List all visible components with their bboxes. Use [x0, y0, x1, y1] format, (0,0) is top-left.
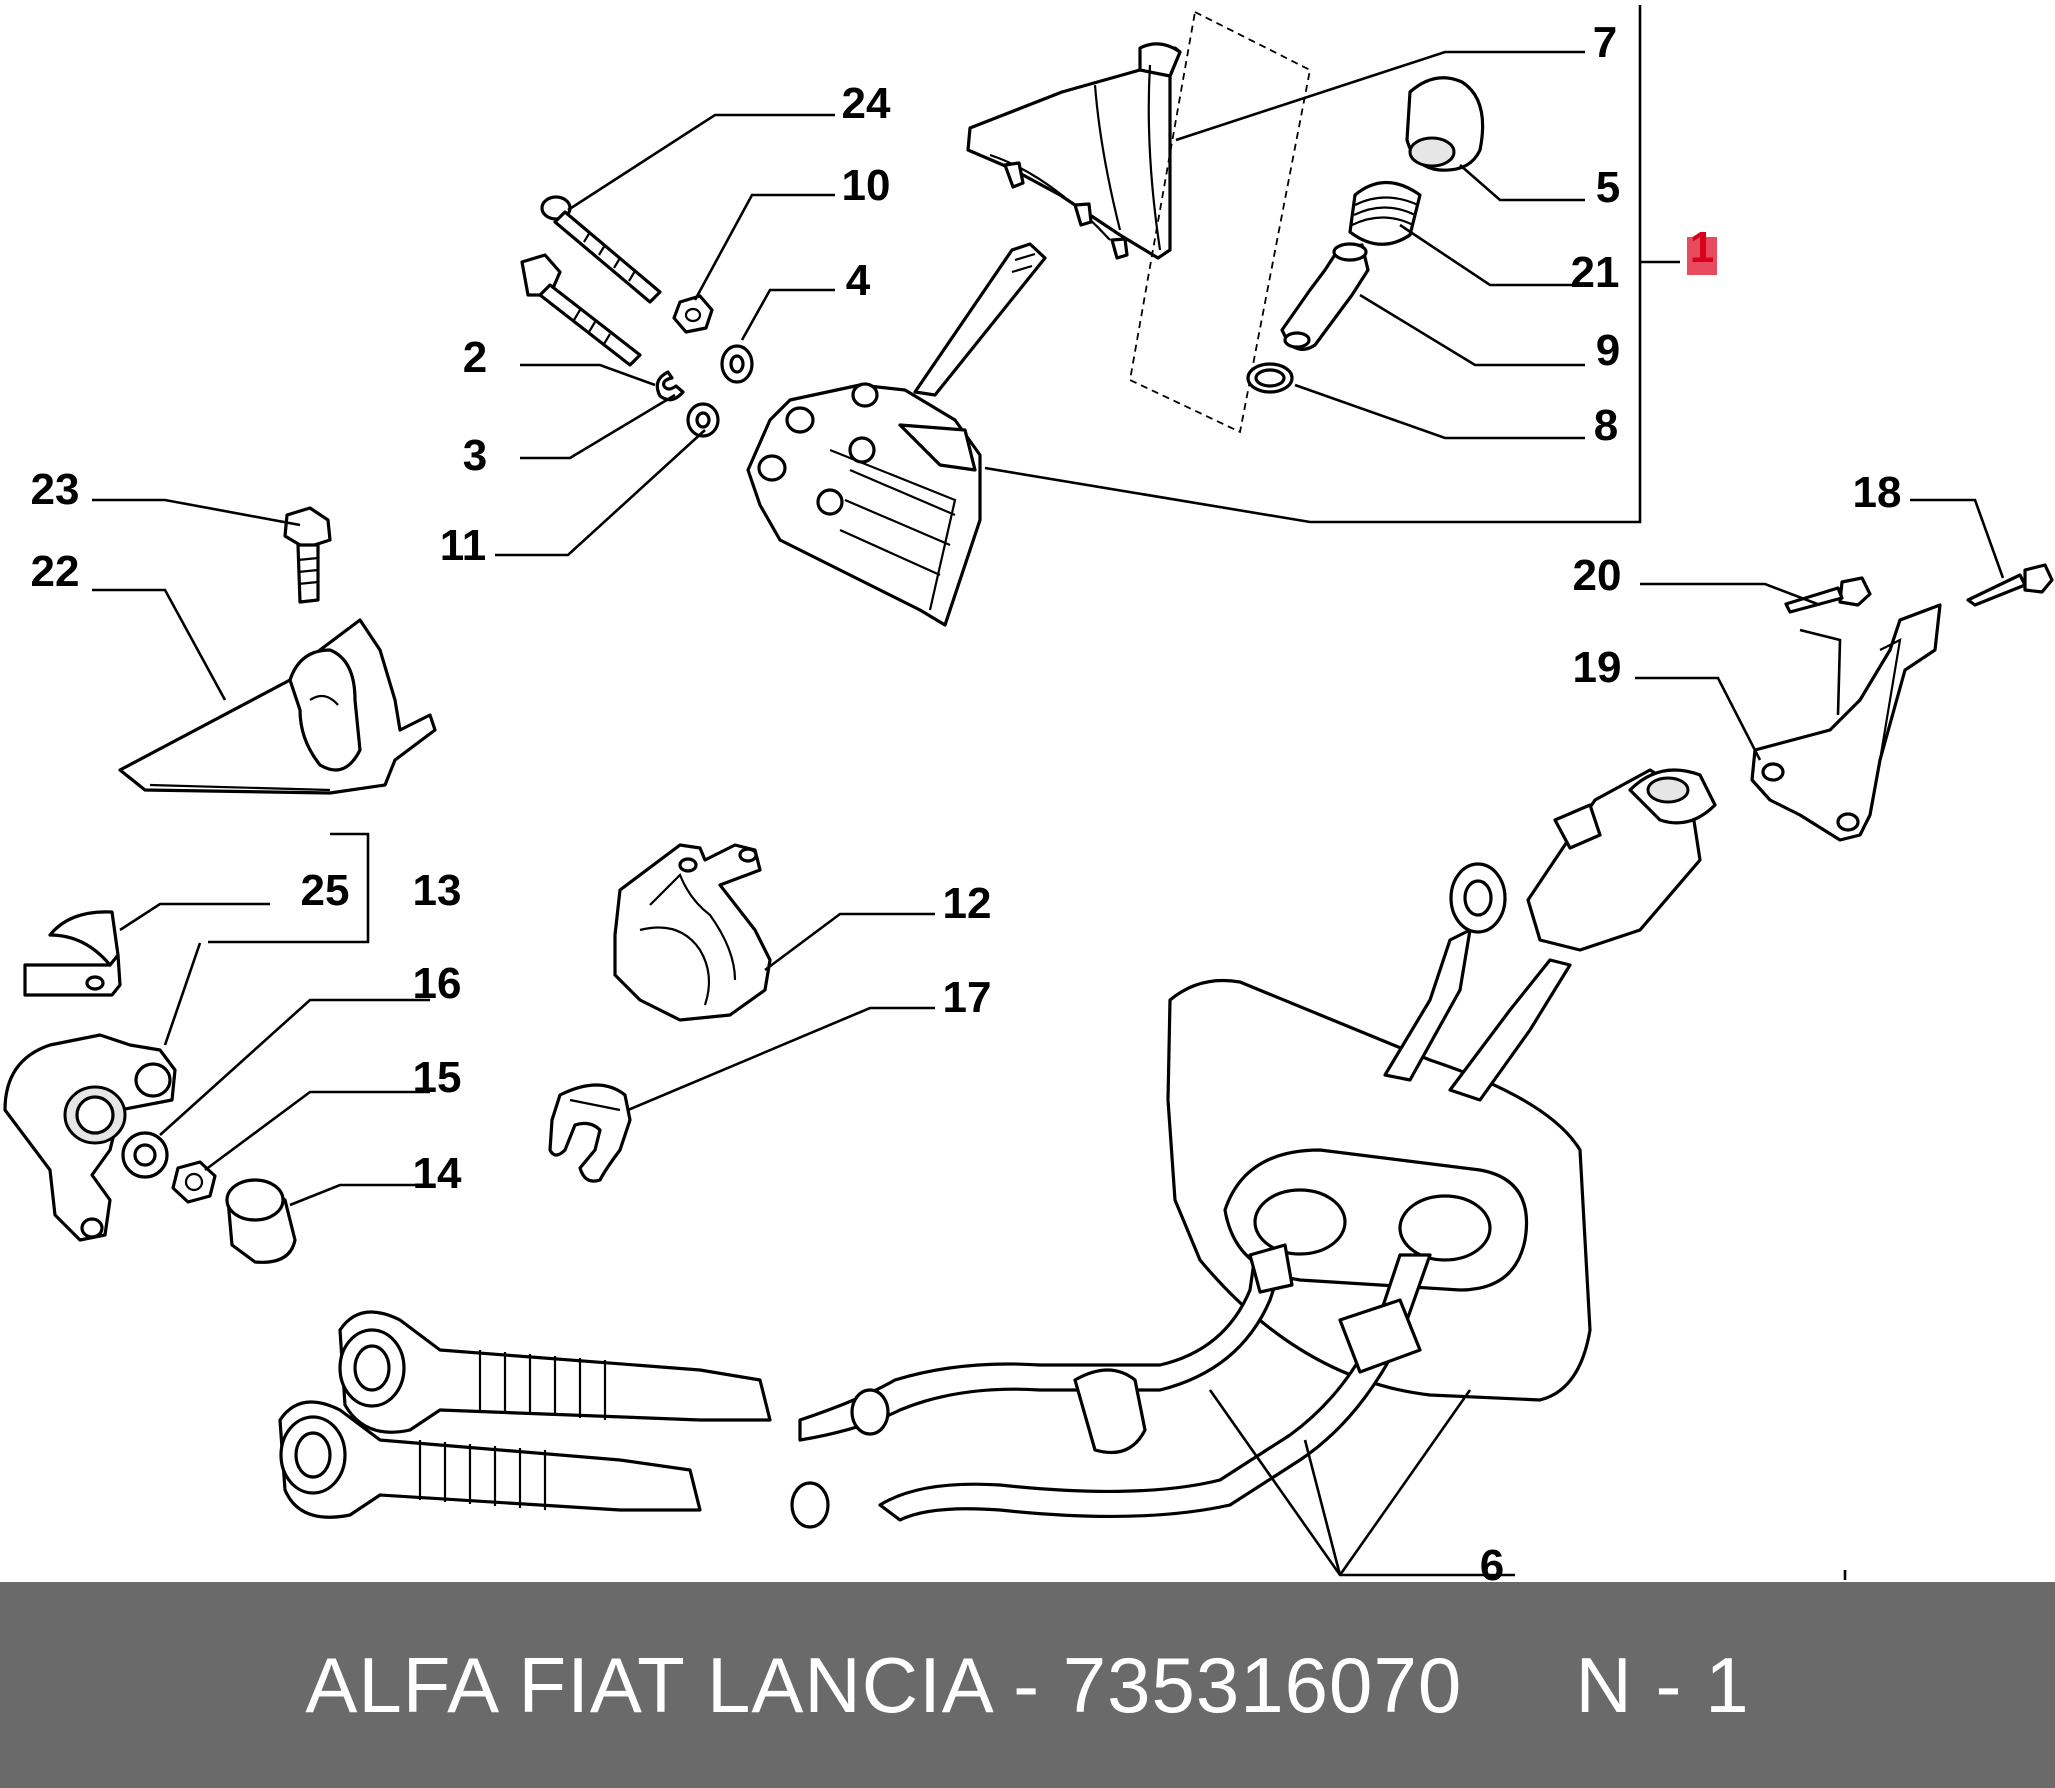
callout-20: 20 [1573, 551, 1622, 600]
callout-1-highlight [1687, 237, 1717, 275]
callout-24: 24 [842, 79, 891, 128]
part-number-caption: ALFA FIAT LANCIA - 735316070 N - 1 [305, 1641, 1750, 1729]
callout-25: 25 [301, 866, 350, 915]
leader-lines [92, 5, 2005, 1580]
callout-8: 8 [1594, 401, 1618, 450]
bolt-18 [1966, 563, 2054, 607]
callout-1: 1 [1690, 223, 1714, 272]
bolt-24 [540, 195, 662, 304]
shift-knob [1405, 76, 1485, 172]
bracket-22 [118, 618, 437, 795]
callout-11: 11 [440, 521, 487, 570]
bushing-25 [23, 910, 122, 997]
gear-lever [913, 242, 1047, 397]
callout-4: 4 [846, 256, 871, 305]
footer-bar: ALFA FIAT LANCIA - 735316070 N - 1 [0, 1582, 2055, 1788]
callout-12: 12 [943, 879, 992, 928]
boot-group-outline [1128, 10, 1312, 434]
callout-7: 7 [1593, 18, 1617, 67]
bolt-23 [283, 506, 332, 604]
nut-10 [672, 294, 714, 334]
callout-labels: 7 5 21 9 8 1 24 10 4 2 3 11 23 22 25 13 … [31, 18, 1902, 1582]
nut-15 [171, 1160, 217, 1204]
clamp-12 [613, 843, 772, 1022]
callout-2: 2 [463, 333, 487, 382]
callout-22: 22 [31, 547, 80, 596]
clip-17 [548, 1083, 632, 1183]
callout-18: 18 [1853, 468, 1902, 517]
spring [1348, 181, 1422, 246]
shift-mechanism-housing [746, 382, 982, 627]
shift-cables [278, 1243, 1432, 1529]
bolt-20 [1784, 576, 1872, 614]
callout-5: 5 [1596, 163, 1620, 212]
callout-17: 17 [943, 973, 992, 1022]
gear-shift-exploded-diagram: 7 5 21 9 8 1 24 10 4 2 3 11 23 22 25 13 … [3, 5, 2054, 1582]
callout-6: 6 [1480, 1541, 1504, 1582]
sleeve-14 [225, 1178, 297, 1264]
shift-boot [966, 42, 1182, 260]
callout-9: 9 [1596, 326, 1620, 375]
bracket-13-group [208, 832, 370, 944]
callout-3: 3 [463, 431, 487, 480]
callout-23: 23 [31, 465, 80, 514]
o-ring [1246, 362, 1294, 394]
selector-rods [1383, 768, 1717, 1102]
callout-16: 16 [413, 959, 462, 1008]
callout-14: 14 [413, 1149, 462, 1198]
callout-10: 10 [842, 161, 891, 210]
washer-4 [720, 344, 754, 384]
callout-15: 15 [413, 1053, 462, 1102]
plunger [1280, 242, 1370, 351]
callout-21: 21 [1571, 248, 1620, 297]
bracket-19 [1750, 603, 1942, 842]
washer-11 [686, 402, 720, 438]
clip-3 [655, 370, 685, 402]
callout-13: 13 [413, 866, 462, 915]
bolt-2 [520, 253, 642, 367]
callout-19: 19 [1573, 643, 1622, 692]
washer-16 [121, 1131, 169, 1179]
bracket-13 [3, 1033, 177, 1242]
